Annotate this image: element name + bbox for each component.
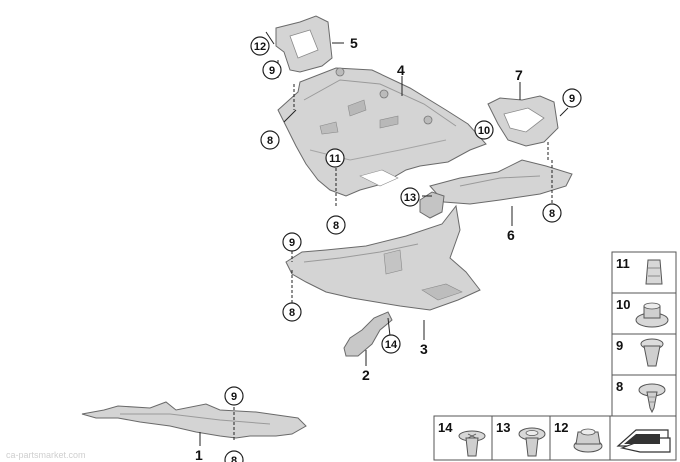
svg-text:8: 8 (267, 135, 273, 147)
svg-text:10: 10 (616, 297, 630, 312)
part-1-front-panel (81, 401, 307, 439)
svg-text:12: 12 (254, 41, 266, 53)
part-13-cap (419, 191, 445, 219)
part-5-bracket (275, 15, 333, 73)
svg-text:14: 14 (385, 339, 398, 351)
callout-8-right: 8 (542, 203, 562, 223)
clip-nut-icon (645, 259, 663, 285)
label-part-4: 4 (397, 62, 405, 78)
legend-item-11: 11 (616, 256, 663, 285)
part-3-lower-shield (285, 204, 481, 311)
callout-8-upper: 8 (260, 130, 280, 150)
svg-text:9: 9 (231, 391, 237, 403)
callout-11: 11 (325, 148, 345, 168)
legend-item-10: 10 (616, 297, 669, 328)
svg-text:14: 14 (438, 420, 453, 435)
label-part-2: 2 (362, 367, 370, 383)
svg-text:9: 9 (616, 338, 623, 353)
svg-text:9: 9 (289, 237, 295, 249)
part-4-underbody-shield (277, 67, 487, 197)
legend-item-8: 8 (616, 379, 666, 414)
label-part-5: 5 (350, 35, 358, 51)
svg-text:12: 12 (554, 420, 568, 435)
label-part-3: 3 (420, 341, 428, 357)
label-part-1: 1 (195, 447, 203, 462)
callout-13: 13 (400, 187, 420, 207)
callout-9-mid: 9 (282, 232, 302, 252)
expanding-nut-icon (640, 338, 664, 367)
callout-14: 14 (381, 334, 401, 354)
svg-text:8: 8 (549, 208, 555, 220)
callout-10: 10 (474, 120, 494, 140)
callout-8-mid: 8 (282, 302, 302, 322)
callout-9-upper: 9 (262, 60, 282, 80)
svg-text:13: 13 (496, 420, 510, 435)
hex-nut-icon (573, 428, 603, 453)
legend-item-13: 13 (496, 420, 546, 457)
legend-bottom-row: 14 13 12 (433, 415, 677, 461)
svg-text:9: 9 (569, 93, 575, 105)
callout-8-center: 8 (326, 215, 346, 235)
svg-text:10: 10 (478, 125, 490, 137)
part-6-side-panel (429, 159, 573, 205)
svg-text:8: 8 (616, 379, 623, 394)
svg-text:11: 11 (329, 153, 341, 165)
callout-9-right: 9 (562, 88, 582, 108)
callout-12: 12 (250, 36, 270, 56)
callouts: 12 9 8 11 8 13 10 9 (224, 36, 582, 462)
callout-8-lower: 8 (224, 450, 244, 462)
label-part-6: 6 (507, 227, 515, 243)
svg-text:8: 8 (231, 455, 237, 462)
part-7-bracket (487, 95, 559, 147)
svg-text:8: 8 (333, 220, 339, 232)
part-labels: 5 4 7 6 3 2 1 (195, 35, 523, 462)
watermark: ca-partsmarket.com (6, 450, 86, 460)
push-rivet-icon (458, 430, 486, 457)
svg-text:11: 11 (616, 256, 630, 271)
label-part-7: 7 (515, 67, 523, 83)
screw-icon (638, 383, 666, 414)
callout-9-lower: 9 (224, 386, 244, 406)
direction-arrow-icon (616, 429, 671, 453)
svg-text:13: 13 (404, 192, 416, 204)
svg-text:8: 8 (289, 307, 295, 319)
part-2-small-bracket (343, 311, 393, 357)
svg-text:9: 9 (269, 65, 275, 77)
legend-item-14: 14 (438, 420, 486, 457)
plastic-rivet-icon (518, 427, 546, 457)
legend-item-12: 12 (554, 420, 603, 453)
legend-item-9: 9 (616, 338, 664, 367)
legend-right-column: 11 10 9 8 (611, 251, 677, 417)
flange-nut-icon (635, 302, 669, 328)
